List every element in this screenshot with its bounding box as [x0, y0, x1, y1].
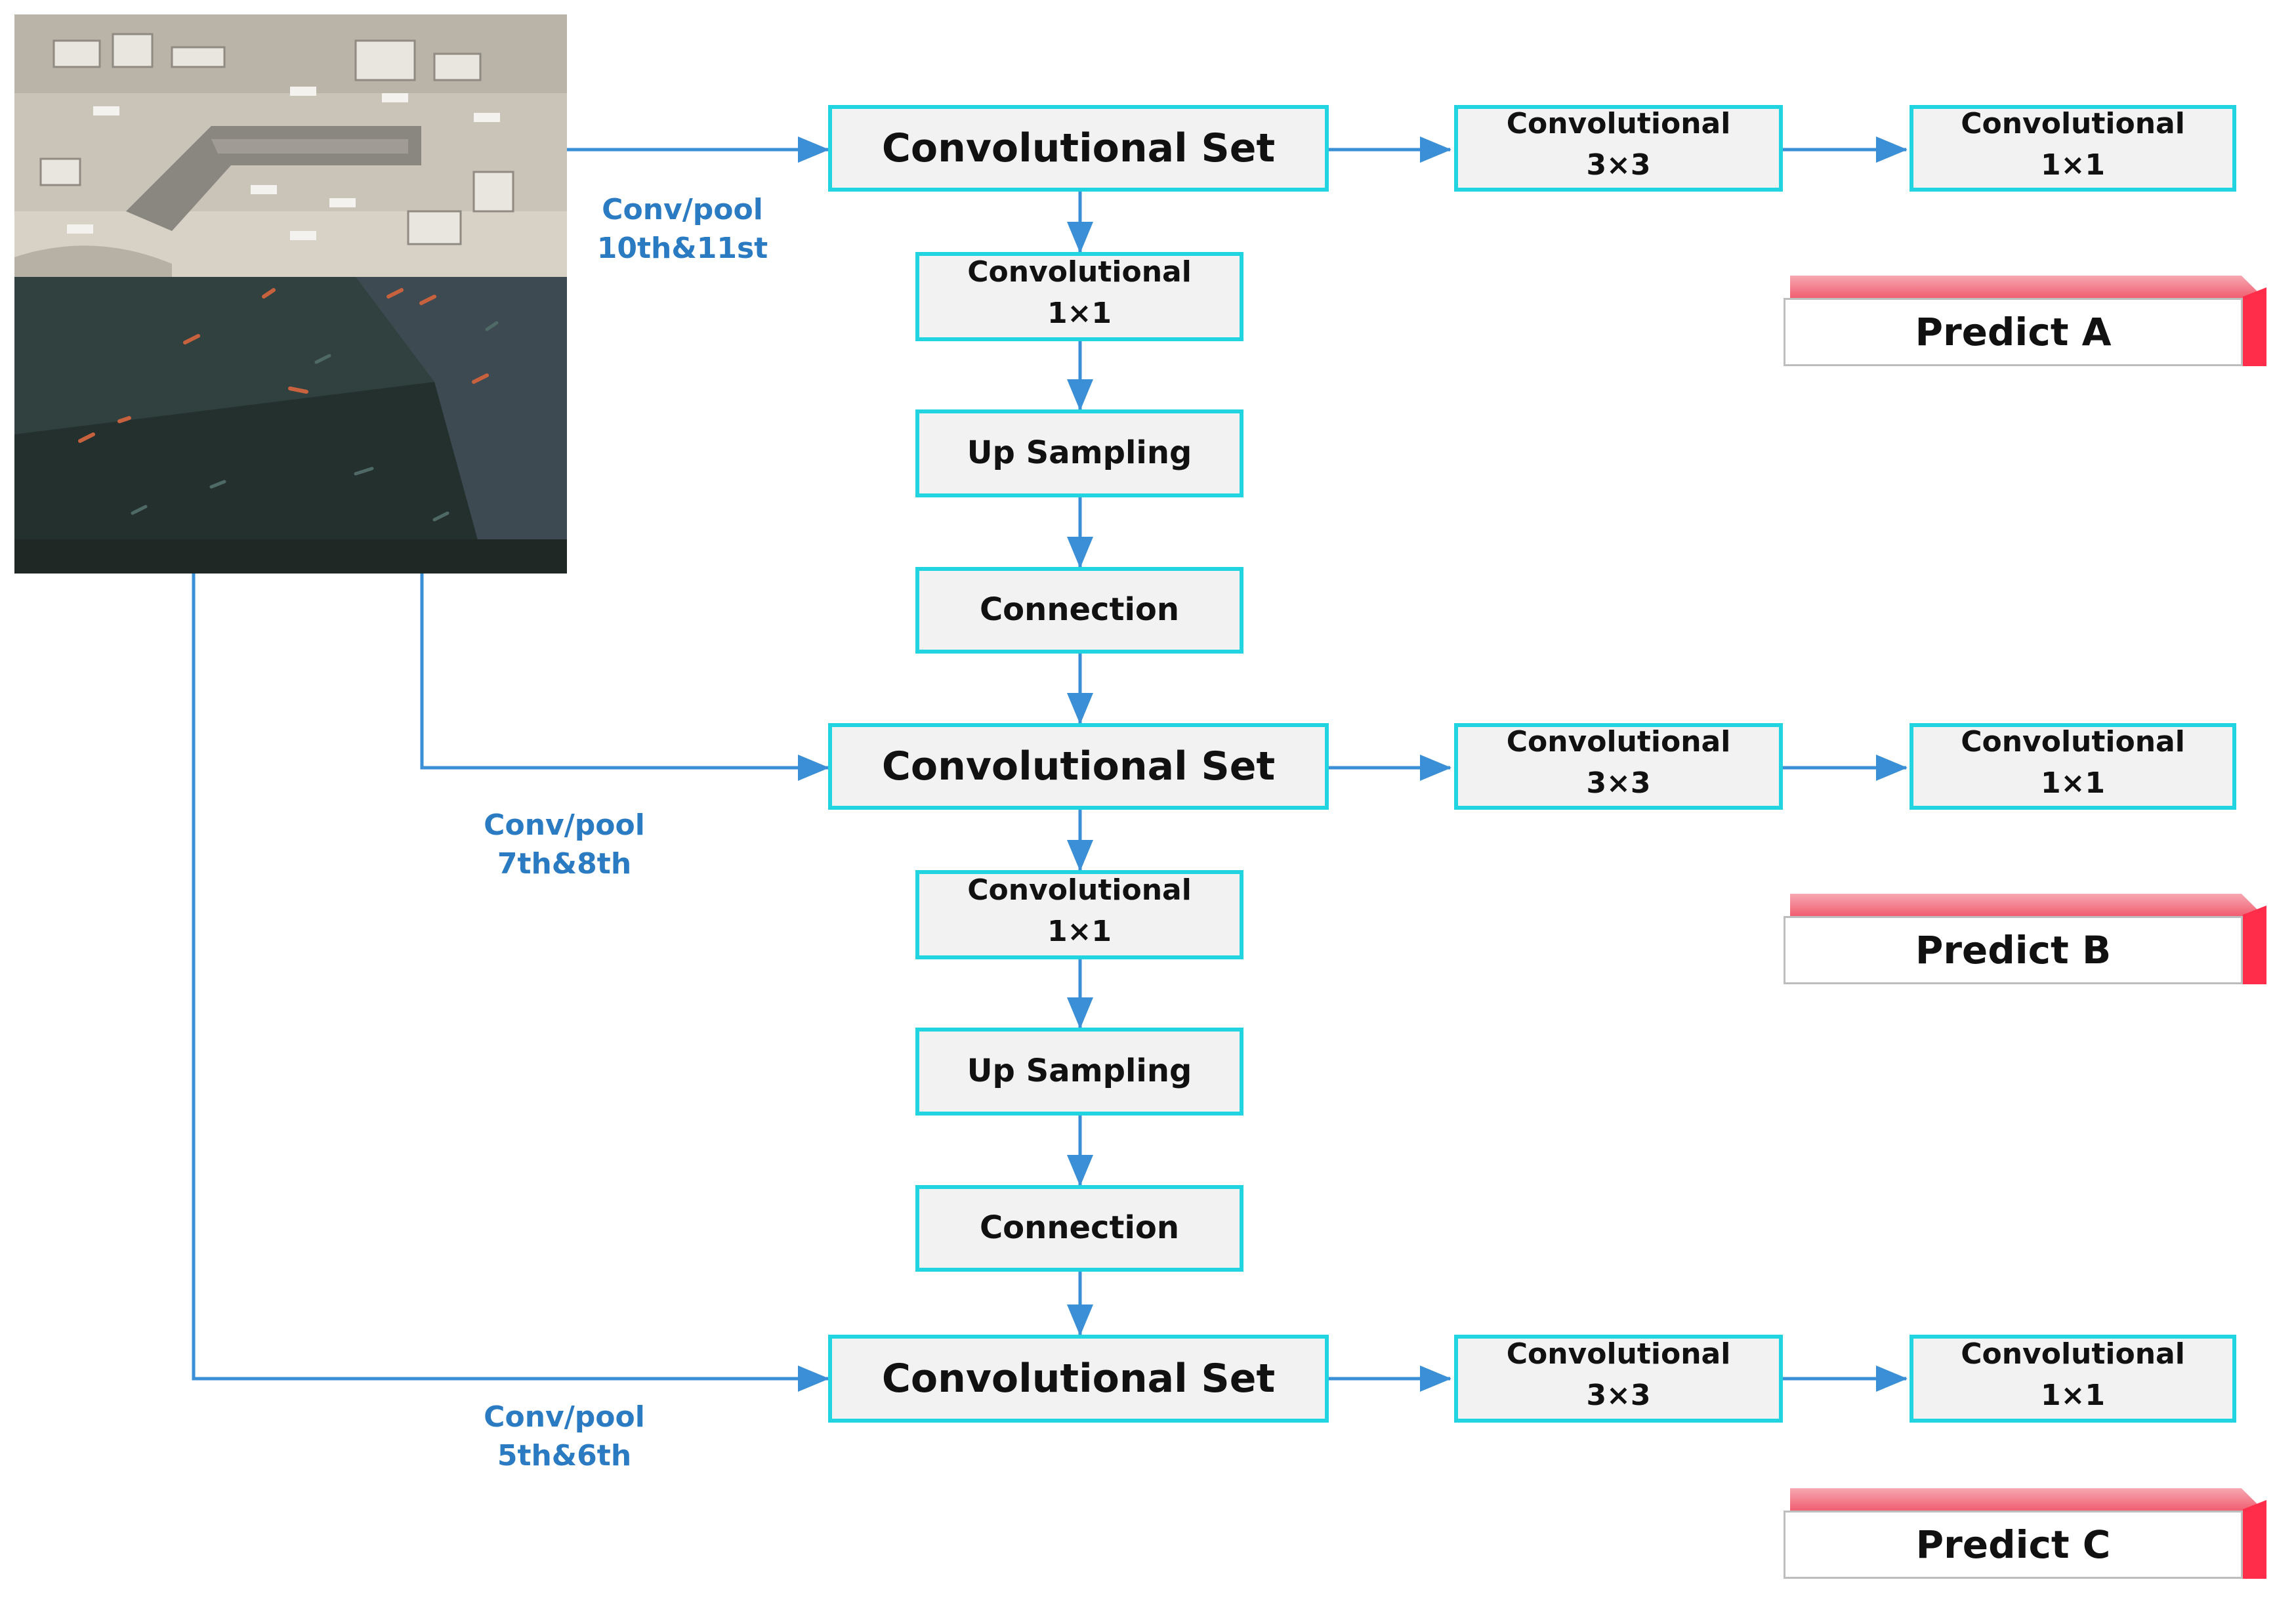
input-image-airport — [14, 14, 567, 277]
predict-a-side — [2243, 287, 2266, 366]
predict-c-box: Predict C — [1784, 1488, 2269, 1580]
input-image-harbor — [14, 277, 567, 574]
down-conv-1x1-b: Convolutional 1×1 — [915, 870, 1243, 959]
branch-c-conv-pool-label: Conv/pool 5th&6th — [484, 1400, 645, 1473]
predict-a-label: Predict A — [1784, 298, 2243, 366]
connection-a: Connection — [915, 567, 1243, 654]
predict-c-side — [2243, 1500, 2266, 1579]
conv-1x1-a: Convolutional 1×1 — [1910, 105, 2236, 192]
convolutional-set-c: Convolutional Set — [828, 1335, 1329, 1423]
down-conv-1x1-a: Convolutional 1×1 — [915, 252, 1243, 341]
convolutional-set-b: Convolutional Set — [828, 723, 1329, 810]
connection-b: Connection — [915, 1185, 1243, 1272]
predict-b-box: Predict B — [1784, 894, 2269, 986]
predict-a-box: Predict A — [1784, 276, 2269, 367]
predict-c-label: Predict C — [1784, 1511, 2243, 1579]
branch-a-conv-pool-label: Conv/pool 10th&11st — [596, 193, 768, 266]
predict-b-top — [1790, 894, 2265, 917]
arrow-input-to-set-b — [420, 574, 829, 781]
conv-1x1-c: Convolutional 1×1 — [1910, 1335, 2236, 1423]
predict-a-top — [1790, 276, 2265, 299]
conv-3x3-c: Convolutional 3×3 — [1454, 1335, 1783, 1423]
convolutional-set-a: Convolutional Set — [828, 105, 1329, 192]
branch-b-conv-pool-label: Conv/pool 7th&8th — [484, 808, 645, 881]
up-sampling-a: Up Sampling — [915, 409, 1243, 497]
predict-c-top — [1790, 1488, 2265, 1512]
conv-3x3-b: Convolutional 3×3 — [1454, 723, 1783, 810]
predict-b-label: Predict B — [1784, 916, 2243, 984]
up-sampling-b: Up Sampling — [915, 1028, 1243, 1116]
conv-3x3-a: Convolutional 3×3 — [1454, 105, 1783, 192]
conv-1x1-b: Convolutional 1×1 — [1910, 723, 2236, 810]
predict-b-side — [2243, 906, 2266, 984]
arrow-input-to-set-c — [192, 574, 829, 1392]
